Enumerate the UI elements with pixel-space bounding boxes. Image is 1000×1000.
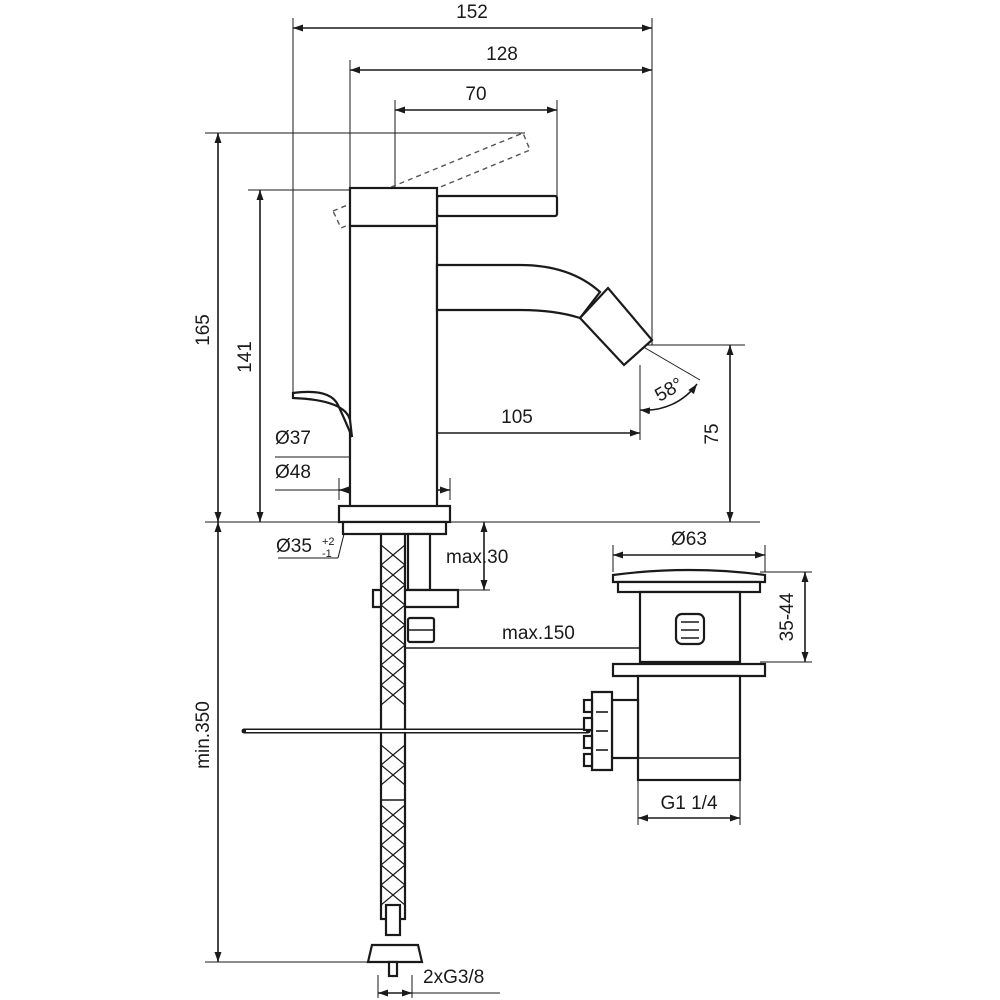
dim-min350-label: min.350 — [193, 701, 214, 769]
dim-dia48-label: Ø48 — [275, 462, 311, 483]
dim-152-label: 152 — [456, 2, 488, 23]
cartridge-cap — [348, 186, 439, 228]
spout — [435, 263, 602, 320]
dim-dia35-tol-lower: -1 — [322, 548, 332, 560]
popup-knob — [291, 390, 354, 438]
dimension-58-angle: 58° — [639, 344, 701, 415]
dimension-165: 165 — [193, 133, 222, 522]
under-deck-fixing — [371, 532, 460, 644]
lever-open-position — [332, 132, 531, 229]
dim-g114-label: G1 1/4 — [660, 793, 717, 814]
dim-70-label: 70 — [465, 84, 486, 105]
extension-lines — [205, 18, 812, 998]
waste-slot — [674, 612, 706, 646]
gasket — [341, 520, 448, 536]
dim-105-label: 105 — [501, 407, 533, 428]
dim-58-label: 58° — [652, 374, 687, 407]
body-cylinder — [348, 224, 439, 520]
waste-lower-body — [636, 674, 742, 782]
dimension-152: 152 — [293, 2, 652, 32]
nozzle — [578, 286, 654, 367]
base-flange — [337, 504, 452, 524]
threaded-stud — [406, 532, 432, 592]
dim-dia63-label: Ø63 — [671, 529, 707, 550]
dim-dia35-tol-upper: +2 — [322, 536, 335, 548]
dim-2xg38-label: 2xG3/8 — [423, 967, 484, 988]
dim-165-label: 165 — [193, 314, 214, 346]
dimension-min350: min.350 — [193, 522, 222, 962]
waste-flange — [616, 580, 762, 594]
dimension-70: 70 — [395, 84, 557, 114]
dim-141-label: 141 — [235, 341, 256, 373]
hose-end-ferrule — [384, 903, 402, 937]
mixer-body — [291, 132, 654, 536]
dimension-dia-35: Ø35 +2 -1 — [276, 529, 346, 560]
waste-valve — [582, 568, 767, 782]
lever-handle — [435, 194, 559, 218]
dimension-dia-63: Ø63 — [613, 529, 765, 559]
dimension-128: 128 — [350, 44, 652, 74]
dimension-75: 75 — [702, 345, 734, 522]
dimension-2xg3-8: 2xG3/8 — [378, 967, 500, 997]
hose-end-tail — [387, 960, 399, 978]
dim-dia37-label: Ø37 — [275, 428, 311, 449]
waste-side-connector — [610, 698, 640, 760]
waste-lower-flange — [611, 662, 767, 678]
dimension-141: 141 — [235, 190, 264, 522]
dim-max30-label: max.30 — [446, 547, 508, 568]
dim-75-label: 75 — [702, 423, 723, 444]
dim-128-label: 128 — [486, 44, 518, 65]
dimension-35-44: 35-44 — [777, 572, 809, 662]
dim-35-44-label: 35-44 — [777, 592, 798, 641]
dim-max150-label: max.150 — [502, 623, 575, 644]
braided-hose — [366, 532, 424, 978]
waste-plug-head — [611, 568, 767, 584]
dim-dia35-label: Ø35 — [276, 536, 312, 557]
hose-end-nut — [366, 943, 424, 964]
dimension-g1-1-4: G1 1/4 — [638, 793, 740, 822]
dimension-max30: max.30 — [446, 522, 508, 590]
